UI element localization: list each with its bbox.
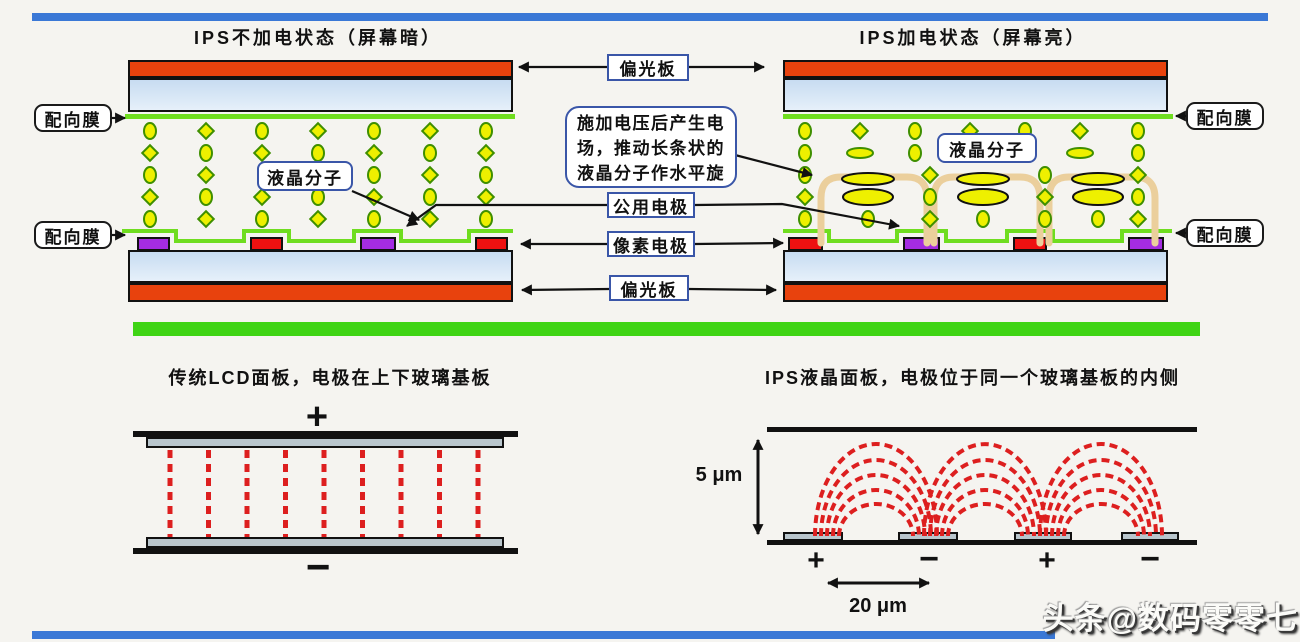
- common-electrode-arrow-left: [406, 203, 607, 227]
- traditional-lcd-title: 传统LCD面板，电极在上下玻璃基板: [168, 368, 492, 388]
- ips-sign-plus-1: +: [807, 544, 825, 577]
- field-arc-domes: [817, 173, 1159, 247]
- polarizer-bottom-label: 偏光板: [609, 275, 689, 301]
- ips-sign-minus-2: −: [1140, 540, 1160, 578]
- annotation-line-2: 场，推动长条状的: [577, 139, 725, 158]
- ips-electrode-1: [783, 532, 843, 541]
- left-top-polarizer: [128, 60, 513, 78]
- right-top-glass: [783, 78, 1168, 112]
- alignment-film-label-lt: 配向膜: [34, 104, 112, 132]
- alignment-film-label-rt: 配向膜: [1186, 102, 1264, 130]
- left-bottom-polarizer: [128, 283, 513, 302]
- right-top-alignment-film: [783, 114, 1173, 119]
- annotation-line-3: 液晶分子作水平旋: [577, 164, 725, 183]
- common-electrode-label: 公用电极: [607, 192, 695, 218]
- polarizer-bottom-arrow-left: [520, 284, 610, 296]
- pixel-electrode-arrow-right: [694, 237, 785, 249]
- ips-electrode-2: [898, 532, 958, 541]
- ips-electrode-3: [1014, 532, 1072, 541]
- top-frame-bar: [32, 13, 1268, 21]
- tl-plus-sign: +: [305, 396, 329, 438]
- polarizer-top-label: 偏光板: [607, 54, 689, 81]
- left-top-alignment-film: [125, 114, 515, 119]
- left-panel-title: IPS不加电状态（屏幕暗）: [193, 28, 442, 48]
- left-top-glass: [128, 78, 513, 112]
- electrode-pitch-label: 20 μm: [849, 595, 907, 617]
- right-panel-title: IPS加电状态（屏幕亮）: [859, 28, 1087, 48]
- ips-sign-minus-1: −: [919, 540, 939, 578]
- watermark: 头条@数码零零七: [1042, 601, 1298, 636]
- right-bottom-polarizer: [783, 283, 1168, 302]
- right-bottom-alignment-film: [783, 229, 1172, 243]
- tl-plate-top-glass: [146, 437, 504, 448]
- lc-label-arrow: [351, 189, 421, 222]
- alignment-film-label-lb: 配向膜: [34, 221, 112, 249]
- lc-molecule-label-right: 液晶分子: [937, 133, 1037, 163]
- ips-top-substrate-line: [767, 427, 1197, 432]
- tl-minus-sign: −: [305, 543, 331, 590]
- tl-plate-bottom-line: [133, 548, 518, 554]
- annotation-arrow: [734, 153, 814, 178]
- annotation-box: 施加电压后产生电 场，推动长条状的 液晶分子作水平旋: [565, 106, 737, 188]
- callout-arrows: [111, 61, 1187, 296]
- left-molecules-layer: [140, 121, 496, 229]
- left-bottom-alignment-film: [122, 229, 513, 243]
- right-bottom-glass: [783, 250, 1168, 283]
- cell-gap-label: 5 μm: [695, 464, 743, 486]
- bottom-frame-bar: [32, 631, 1055, 639]
- common-electrode-arrow-right: [694, 202, 901, 230]
- left-bottom-glass: [128, 250, 513, 283]
- polarizer-bottom-arrow-right: [688, 284, 778, 296]
- ips-sign-plus-2: +: [1038, 544, 1056, 577]
- lc-molecule-label-left: 液晶分子: [257, 161, 353, 191]
- section-divider: [133, 322, 1200, 336]
- tl-plate-bottom-glass: [146, 537, 504, 548]
- ips-panel-title: IPS液晶面板，电极位于同一个玻璃基板的内侧: [764, 368, 1180, 388]
- vertical-field-lines: [167, 450, 481, 537]
- tl-plate-top-line: [133, 431, 518, 437]
- alignment-film-label-rb: 配向膜: [1186, 219, 1264, 247]
- ips-bottom-substrate-line: [767, 540, 1197, 545]
- annotation-line-1: 施加电压后产生电: [577, 114, 725, 133]
- right-top-polarizer: [783, 60, 1168, 78]
- ips-field-arcs: [813, 442, 1164, 537]
- pixel-electrode-label: 像素电极: [607, 231, 695, 257]
